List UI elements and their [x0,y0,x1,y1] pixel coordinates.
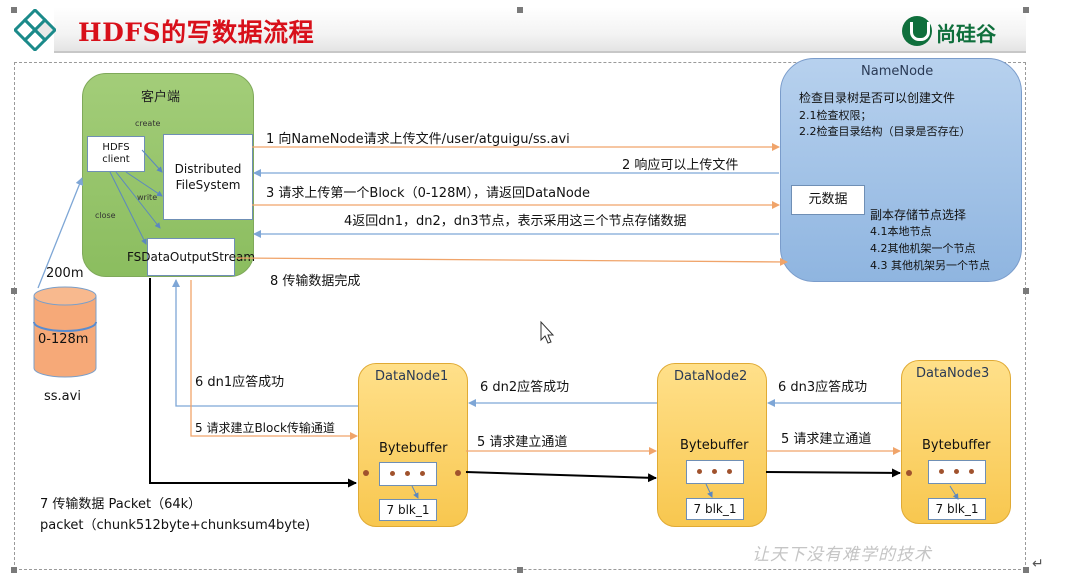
datanode-1: DataNode1 Bytebuffer 7 blk_1 [358,363,468,527]
step5-block-arrow [190,280,358,440]
write-label: write [137,193,158,202]
resize-handle-tm[interactable] [517,7,523,13]
packet-dot [712,469,717,474]
pipeline-dn2-dn3-arrow [765,468,901,478]
packet-dot [727,469,732,474]
pipeline-dot [455,470,461,476]
resize-handle-br[interactable] [1023,567,1029,573]
step5-block-label: 5 请求建立Block传输通道 [195,421,335,435]
return-icon: ↵ [1032,556,1044,572]
write-arrow-1 [115,171,161,229]
close-arrow [109,171,147,245]
packet-dot [939,469,944,474]
packet-dot [420,471,425,476]
step2-label: 2 响应可以上传文件 [622,158,739,173]
bytebuffer-label: Bytebuffer [922,438,991,453]
create-arrow [141,149,163,173]
replica-other-rack-2: 4.3 其他机架另一个节点 [870,259,990,272]
datanode-title: DataNode2 [674,369,748,384]
resize-handle-tr[interactable] [1023,7,1029,13]
replica-other-rack: 4.2其他机架一个节点 [870,242,976,255]
block-box: 7 blk_1 [928,498,986,520]
packet-structure-label: packet（chunk512byte+chunksum4byte) [40,518,311,533]
packet-dot [390,471,395,476]
client-title: 客户端 [141,90,181,105]
namenode-check-title: 检查目录树是否可以创建文件 [799,91,956,105]
block-box: 7 blk_1 [686,498,744,520]
diamond-logo-icon [14,9,56,51]
packet-dot [405,471,410,476]
namenode-node: NameNode 检查目录树是否可以创建文件 2.1检查权限； 2.2检查目录结… [780,58,1022,282]
watermark: 让天下没有难学的技术 [752,545,932,565]
mouse-cursor-icon [540,320,555,344]
namenode-check-permission: 2.1检查权限； [799,109,872,122]
packet-dot [969,469,974,474]
step5-dn2-dn3-label: 5 请求建立通道 [781,432,872,447]
datanode-2: DataNode2 Bytebuffer 7 blk_1 [657,363,767,527]
brand-logo: 尚硅谷 [902,16,1014,46]
page-title: HDFS的写数据流程 [78,18,315,47]
step4-label: 4返回dn1，dn2，dn3节点，表示采用这三个节点存储数据 [344,214,687,229]
title-banner: HDFS的写数据流程 尚硅谷 [14,7,1026,53]
write-arrow-2 [125,171,163,197]
packet-dot [697,469,702,474]
create-label: create [135,119,161,128]
pipeline-dn1-dn2-arrow [465,471,657,483]
packet-dot [954,469,959,474]
close-label: close [95,211,116,220]
resize-handle-mr[interactable] [1023,288,1029,294]
resize-handle-bl[interactable] [11,567,17,573]
resize-handle-tl[interactable] [11,7,17,13]
step3-label: 3 请求上传第一个Block（0-128M），请返回DataNode [266,186,591,201]
brand-name: 尚硅谷 [936,22,996,46]
datanode-3: DataNode3 Bytebuffer 7 blk_1 [901,360,1011,524]
namenode-title: NameNode [861,64,934,79]
metadata-box: 元数据 [791,185,865,215]
packet-buffer [379,462,437,486]
hdfs-client-box: HDFS client [87,136,145,172]
step8-arrow [235,257,788,266]
upload-arrow [37,177,84,289]
step1-label: 1 向NameNode请求上传文件/user/atguigu/ss.avi [266,132,570,147]
file-name-label: ss.avi [44,389,81,404]
step7-label: 7 传输数据 Packet（64k） [40,497,202,512]
step6-dn2-label: 6 dn2应答成功 [480,380,570,395]
step6-dn1-arrow [172,279,358,407]
bytebuffer-label: Bytebuffer [379,441,448,456]
client-node: 客户端 HDFS client Distributed FileSystem F… [82,73,255,277]
banner-underline [54,51,1026,53]
pipeline-dot [906,470,912,476]
replica-title: 副本存储节点选择 [870,208,967,222]
step8-label: 8 传输数据完成 [270,274,361,289]
resize-handle-ml[interactable] [11,288,17,294]
store-arrow-dn3 [949,485,959,500]
step6-dn1-label: 6 dn1应答成功 [195,375,285,390]
brand-u-icon [902,16,932,46]
step6-dn3-label: 6 dn3应答成功 [778,380,868,395]
block-box: 7 blk_1 [379,499,437,521]
resize-handle-bm[interactable] [517,567,523,573]
file-size-label: 200m [46,266,84,281]
step7-data-arrow [149,278,357,488]
replica-local: 4.1本地节点 [870,225,932,238]
packet-buffer [928,460,986,484]
datanode-title: DataNode1 [375,369,449,384]
file-disk-icon [33,286,97,378]
namenode-check-structure: 2.2检查目录结构（目录是否存在） [799,125,971,138]
block-range-label: 0-128m [38,332,89,347]
store-arrow-dn1 [411,485,419,499]
pipeline-dot [363,470,369,476]
fsdataoutputstream-box: FSDataOutputStream [127,238,255,276]
store-arrow-dn2 [705,483,713,498]
distributed-filesystem-box: Distributed FileSystem [163,134,253,220]
datanode-title: DataNode3 [916,366,990,381]
banner-background [54,7,1026,53]
packet-buffer [686,460,744,484]
bytebuffer-label: Bytebuffer [680,438,749,453]
step5-dn1-dn2-label: 5 请求建立通道 [477,435,568,450]
